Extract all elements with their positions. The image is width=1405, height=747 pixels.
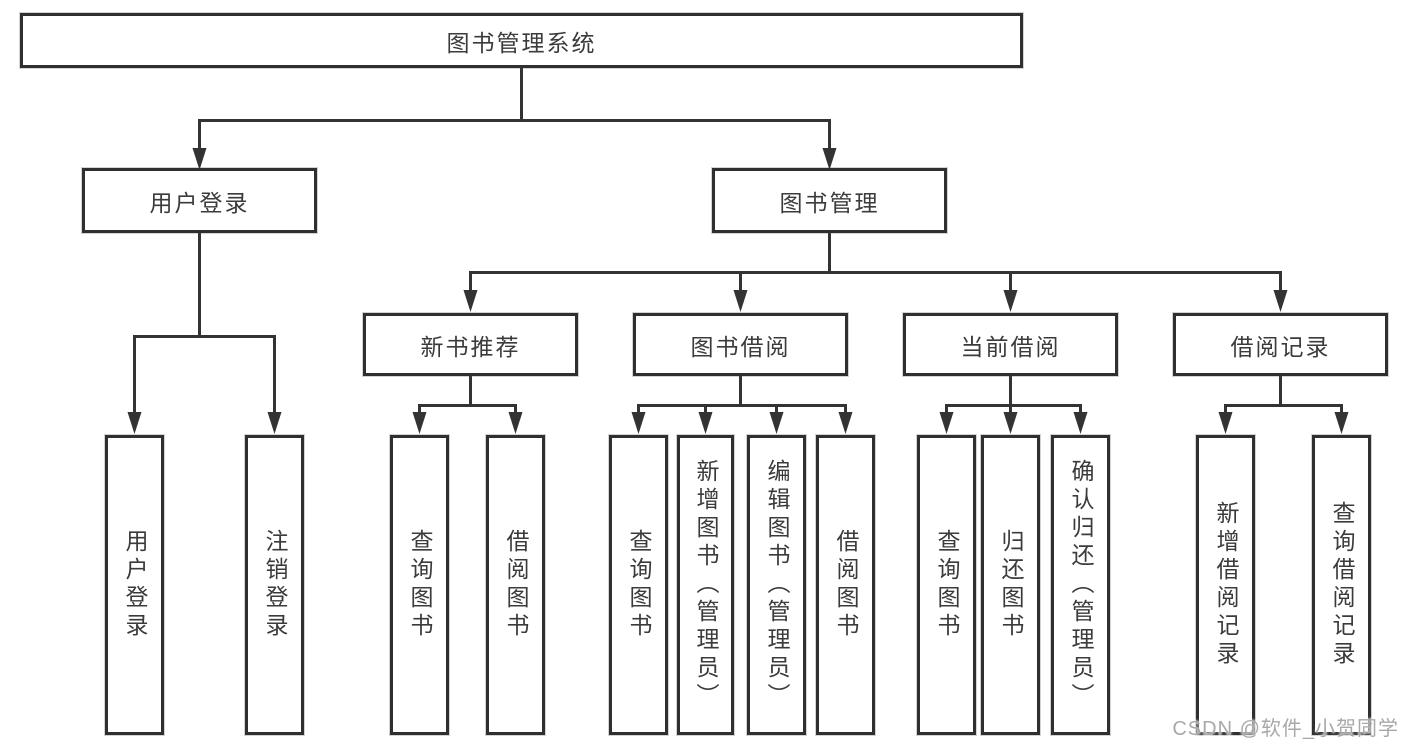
node-borrowing-records: 借阅记录	[1173, 313, 1388, 376]
leaf-user-login: 用户登录	[105, 435, 164, 735]
leaf-query-books-borrowing: 查询图书	[609, 435, 668, 735]
leaf-query-borrow-record: 查询借阅记录	[1312, 435, 1371, 735]
leaf-add-books-admin: 新增图书（管理员）	[677, 435, 734, 735]
leaf-return-books: 归还图书	[981, 435, 1040, 735]
node-current-borrowing: 当前借阅	[903, 313, 1118, 376]
node-user-login: 用户登录	[82, 168, 317, 233]
leaf-confirm-return-admin: 确认归还（管理员）	[1051, 435, 1110, 735]
node-root-system: 图书管理系统	[20, 13, 1023, 68]
leaf-query-books-current: 查询图书	[917, 435, 976, 735]
leaf-edit-books-admin: 编辑图书（管理员）	[747, 435, 806, 735]
arrowhead-icons	[127, 148, 1349, 434]
leaf-borrow-books-recommend: 借阅图书	[486, 435, 545, 735]
leaf-add-borrow-record: 新增借阅记录	[1196, 435, 1255, 735]
csdn-watermark: CSDN @软件_小贺同学	[1172, 718, 1399, 740]
leaf-logout: 注销登录	[245, 435, 304, 735]
leaf-borrow-books: 借阅图书	[816, 435, 875, 735]
node-book-borrowing: 图书借阅	[633, 313, 848, 376]
node-new-book-recommend: 新书推荐	[363, 313, 578, 376]
leaf-query-books-recommend: 查询图书	[390, 435, 449, 735]
node-book-management: 图书管理	[712, 168, 947, 233]
